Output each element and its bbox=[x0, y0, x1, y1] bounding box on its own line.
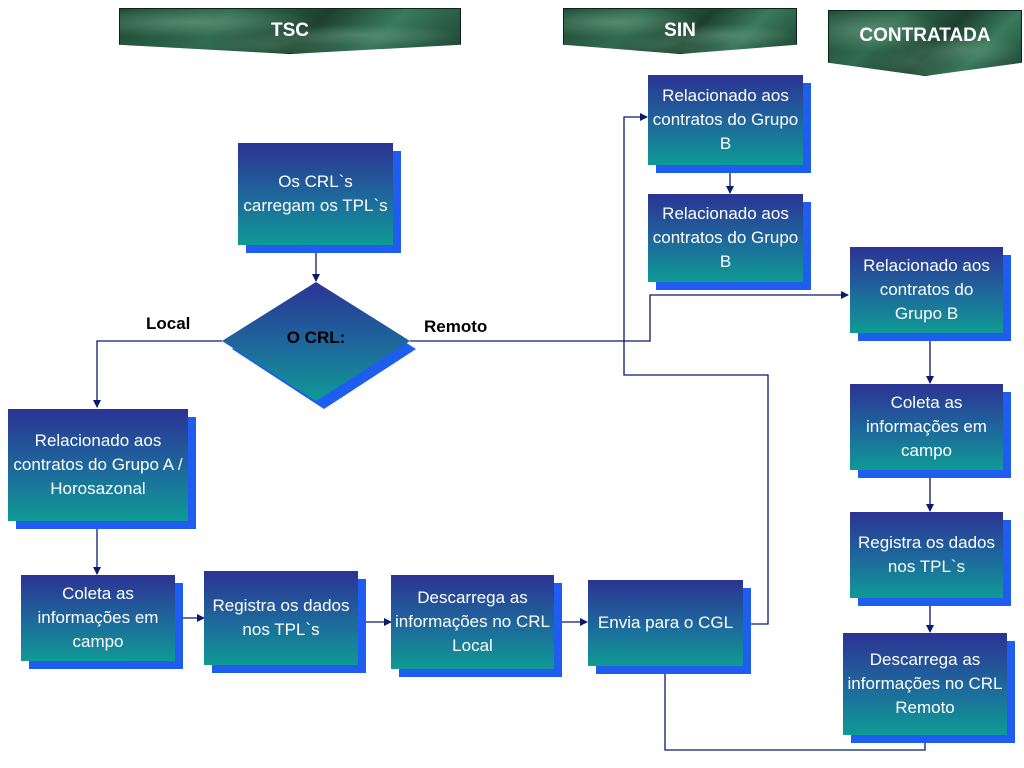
box-ctr-registra: Registra os dados nos TPL`s bbox=[850, 512, 1003, 598]
box-grupo-a-text: Relacionado aos contratos do Grupo A / H… bbox=[13, 431, 183, 498]
decision-diamond bbox=[222, 282, 410, 401]
box-grupo-a: Relacionado aos contratos do Grupo A / H… bbox=[8, 409, 188, 521]
box-tsc-registra-text: Registra os dados nos TPL`s bbox=[212, 596, 350, 639]
box-sin-grupo-b-2: Relacionado aos contratos do Grupo B bbox=[648, 194, 803, 282]
header-tsc-label: TSC bbox=[271, 20, 309, 41]
box-crl-carregam-tpl: Os CRL`s carregam os TPL`s bbox=[238, 143, 393, 245]
box-sin-grupo-b-1: Relacionado aos contratos do Grupo B bbox=[648, 75, 803, 165]
arrow-envia-to-sin bbox=[623, 113, 769, 625]
header-contratada-label: CONTRATADA bbox=[859, 25, 991, 46]
box-tsc-coleta: Coleta as informações em campo bbox=[21, 575, 175, 661]
box-envia-cgl: Envia para o CGL bbox=[588, 580, 743, 666]
box-sin-grupo-b-1-text: Relacionado aos contratos do Grupo B bbox=[652, 86, 799, 153]
arrow-remoto-to-contratada bbox=[410, 291, 849, 342]
header-sin-label: SIN bbox=[664, 20, 696, 41]
box-ctr-descarrega-text: Descarrega as informações no CRL Remoto bbox=[847, 650, 1003, 717]
header-contratada: CONTRATADA bbox=[828, 10, 1022, 76]
decision-label: O CRL: bbox=[286, 328, 346, 347]
box-tsc-registra: Registra os dados nos TPL`s bbox=[204, 571, 358, 665]
arrow-local-to-grupo-a bbox=[93, 340, 222, 408]
arrow-ctr-descarrega-to-envia bbox=[661, 666, 926, 751]
box-sin-grupo-b-2-text: Relacionado aos contratos do Grupo B bbox=[652, 204, 799, 271]
box-tsc-coleta-text: Coleta as informações em campo bbox=[37, 584, 159, 651]
box-ctr-grupo-b: Relacionado aos contratos do Grupo B bbox=[850, 247, 1003, 333]
box-ctr-grupo-b-text: Relacionado aos contratos do Grupo B bbox=[863, 256, 990, 323]
box-tsc-descarrega-text: Descarrega as informações no CRL Local bbox=[395, 588, 550, 655]
box-envia-cgl-text: Envia para o CGL bbox=[597, 613, 734, 632]
box-ctr-coleta-text: Coleta as informações em campo bbox=[866, 393, 987, 460]
box-tsc-descarrega: Descarrega as informações no CRL Local bbox=[391, 575, 554, 669]
header-sin: SIN bbox=[563, 8, 797, 54]
label-local: Local bbox=[146, 314, 191, 333]
box-ctr-descarrega: Descarrega as informações no CRL Remoto bbox=[843, 633, 1007, 735]
box-ctr-coleta: Coleta as informações em campo bbox=[850, 384, 1003, 470]
box-ctr-registra-text: Registra os dados nos TPL`s bbox=[857, 533, 996, 576]
label-remoto: Remoto bbox=[424, 317, 488, 336]
box-crl-carregam-tpl-text: Os CRL`s carregam os TPL`s bbox=[243, 172, 388, 215]
header-tsc: TSC bbox=[119, 8, 461, 54]
